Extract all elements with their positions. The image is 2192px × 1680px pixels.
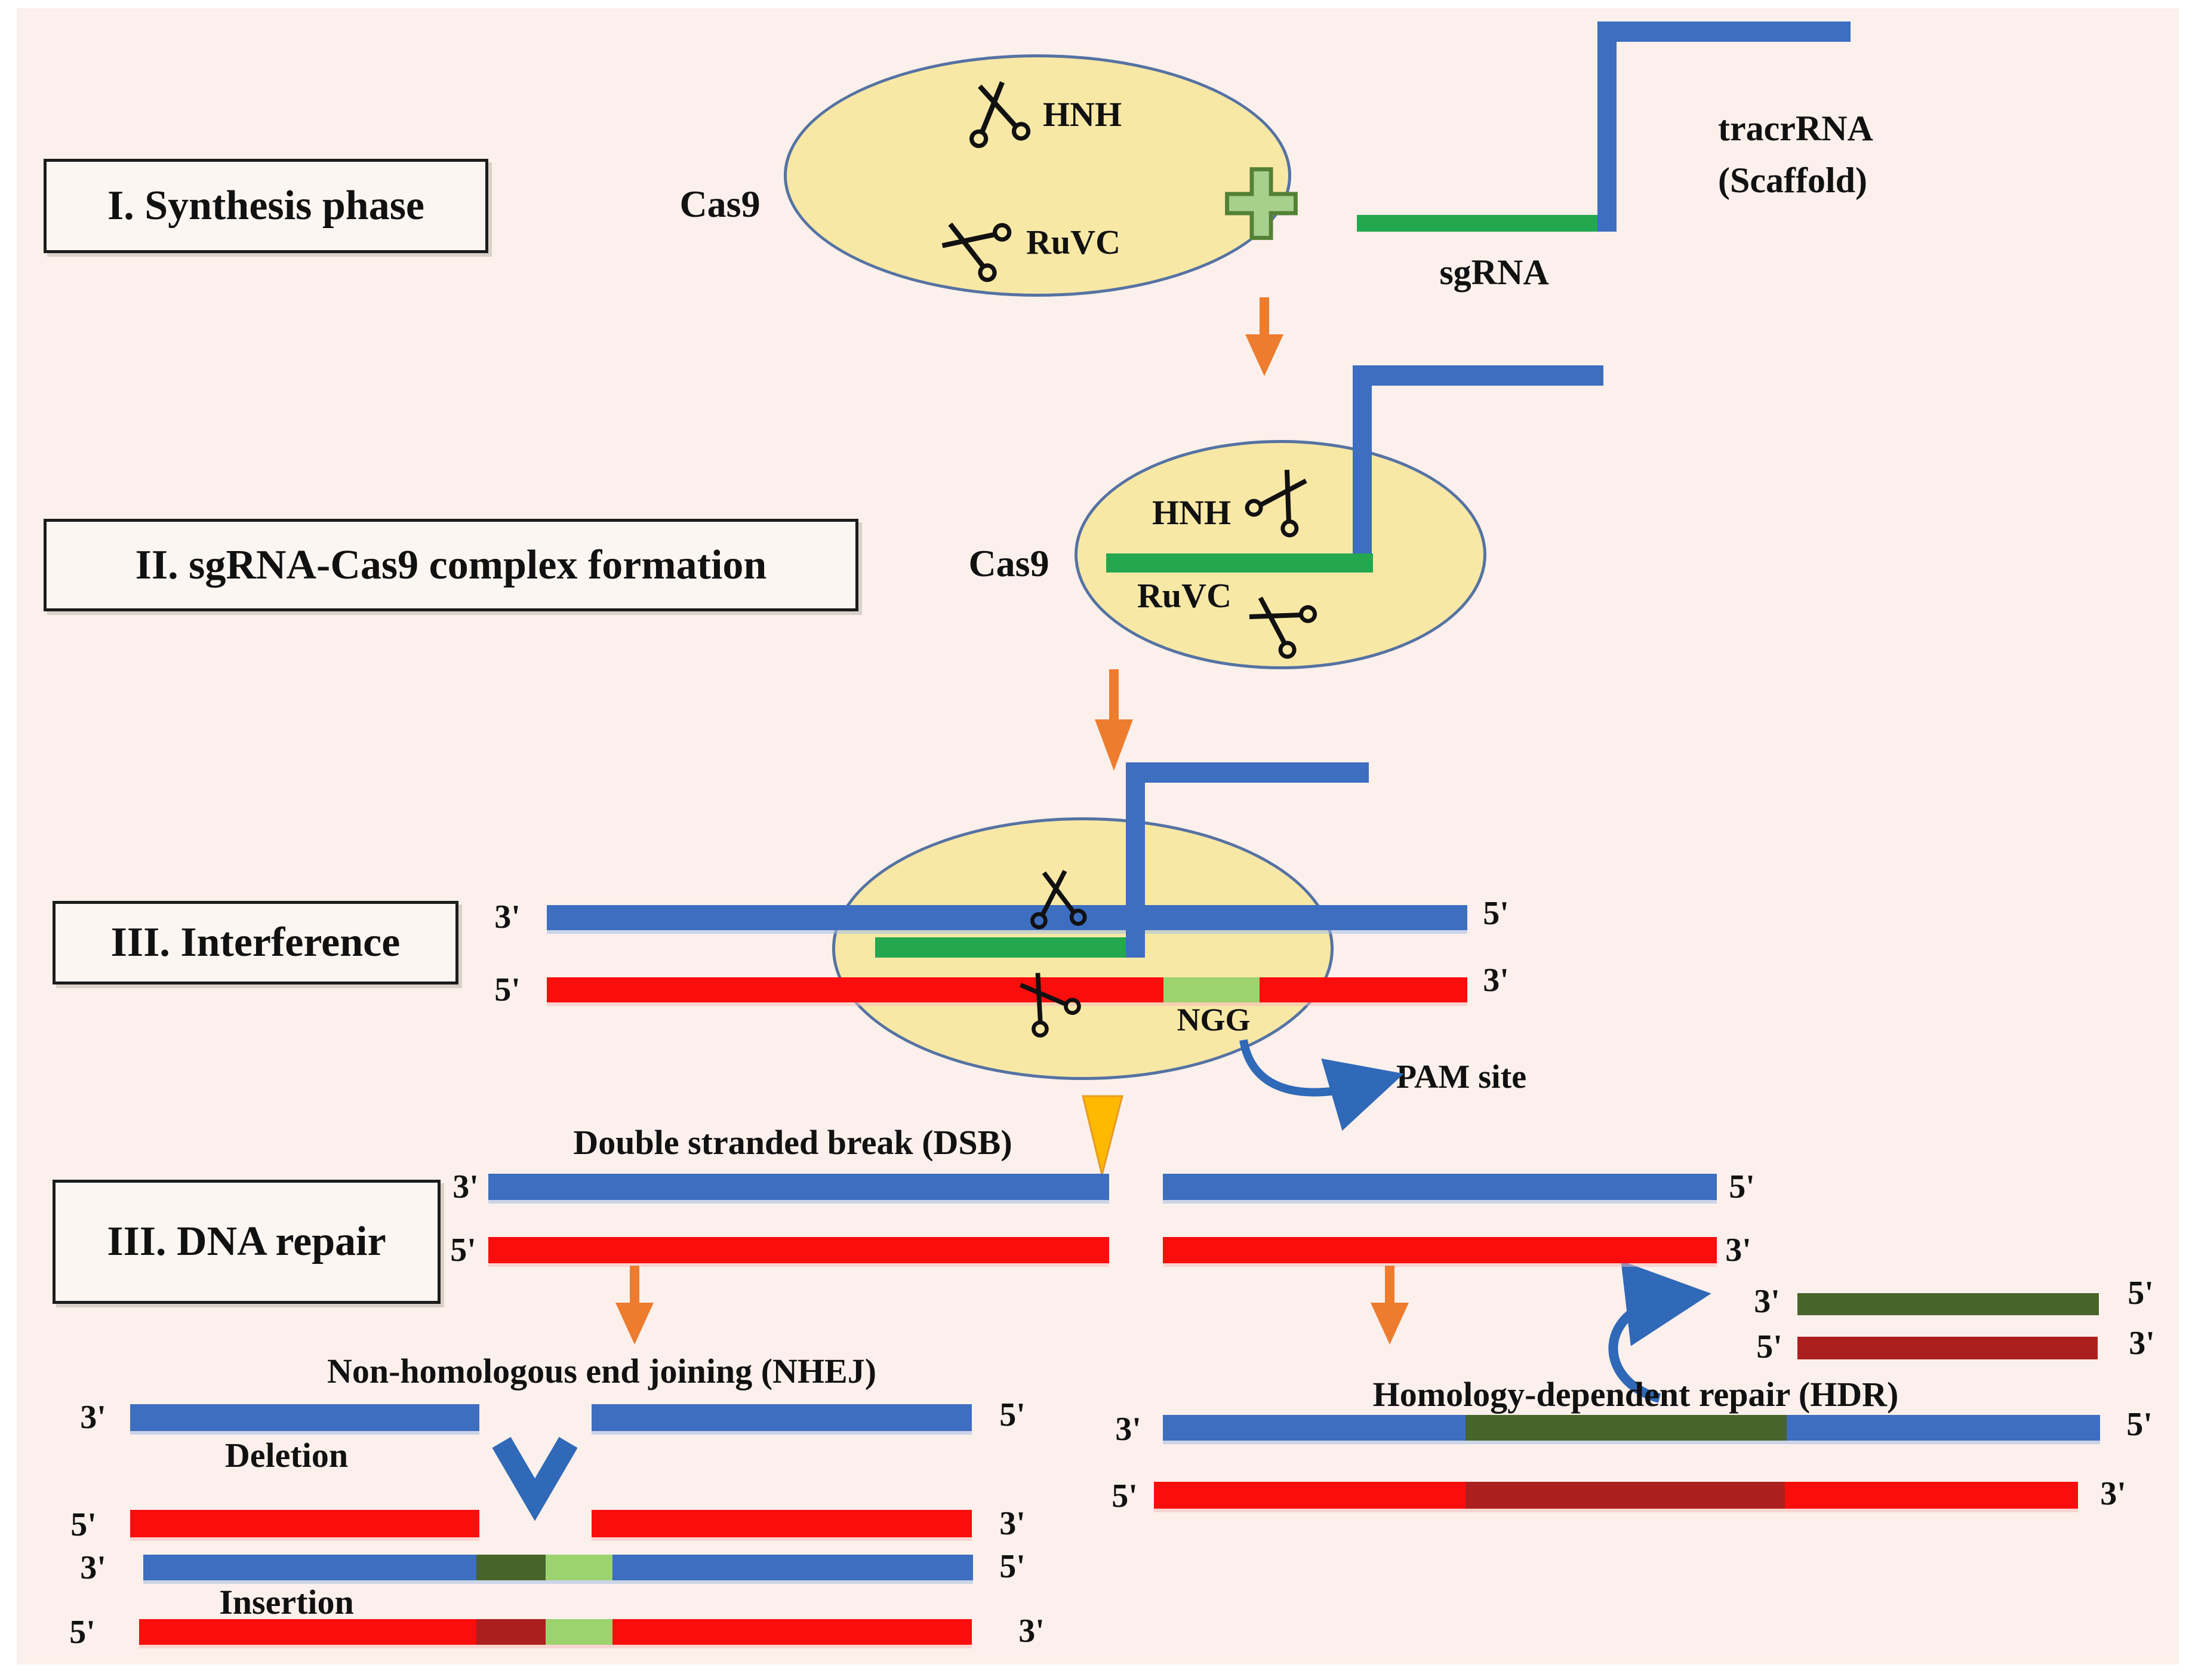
prime-label: 5': [494, 971, 521, 1008]
hdr-product-red-strand: [1154, 1482, 2078, 1509]
section-label-synthesis: I. Synthesis phase: [107, 183, 424, 229]
prime-label: 3': [1018, 1613, 1045, 1650]
dsb-red-strand-right: [1163, 1237, 1717, 1263]
section-box-synthesis: I. Synthesis phase: [44, 159, 488, 253]
tracrrna-label-line1: tracrRNA: [1718, 109, 1873, 148]
scissors-icon: [1011, 967, 1081, 1038]
insertion-segment-light: [546, 1555, 612, 1580]
scissors-icon: [1243, 586, 1317, 659]
prime-label: 3': [494, 899, 521, 936]
down-arrow-icon: [1091, 669, 1137, 771]
nhej-insertion-red-strand: [139, 1619, 972, 1645]
nhej-deletion-blue-left: [130, 1404, 479, 1431]
hnh-label-2: HNH: [1152, 493, 1232, 532]
down-arrow-icon: [1367, 1266, 1412, 1344]
down-arrow-icon: [1242, 297, 1287, 376]
prime-label: 5': [70, 1506, 97, 1543]
prime-label: 5': [999, 1548, 1026, 1585]
cas9-label-1: Cas9: [679, 183, 761, 225]
pam-ngg-segment: [1163, 977, 1260, 1002]
ruvc-label-2: RuVC: [1137, 576, 1232, 615]
prime-label: 3': [1483, 962, 1509, 999]
sgrna-strand: [1357, 215, 1600, 232]
section-label-interference: III. Interference: [110, 919, 401, 965]
hdr-integrated-segment: [1466, 1482, 1785, 1509]
prime-label: 3': [1754, 1283, 1780, 1320]
dsb-blue-strand-left: [488, 1174, 1109, 1200]
section-label-complex-formation: II. sgRNA-Cas9 complex formation: [135, 541, 767, 588]
hdr-donor-green-template: [1797, 1293, 2099, 1315]
prime-label: 5': [69, 1614, 96, 1651]
connector-overlay: [492, 1039, 1711, 1521]
pam-pointer-curved-arrow-icon: [1239, 1039, 1404, 1131]
tracrrna-strand-horizontal: [1126, 762, 1369, 783]
dsb-red-strand-left: [488, 1237, 1109, 1263]
hdr-integrated-segment: [1466, 1415, 1787, 1441]
target-dna-blue-strand: [547, 905, 1467, 930]
prime-label: 5': [999, 1396, 1026, 1433]
hnh-label-1: HNH: [1042, 95, 1122, 134]
tracrrna-label: tracrRNA (Scaffold): [1718, 103, 1873, 207]
sgrna-strand: [1106, 553, 1373, 573]
prime-label: 5': [2128, 1275, 2154, 1312]
prime-label: 3': [2129, 1325, 2155, 1362]
dsb-blue-strand-right: [1163, 1174, 1717, 1200]
cas9-ellipse-1: [784, 54, 1291, 297]
insertion-segment-light: [546, 1619, 612, 1645]
deletion-label: Deletion: [224, 1436, 349, 1475]
nhej-deletion-red-right: [592, 1510, 972, 1537]
ngg-label: NGG: [1177, 1002, 1251, 1038]
scissors-icon: [1245, 464, 1318, 538]
scissors-icon: [960, 75, 1032, 149]
target-dna-red-strand: [547, 977, 1467, 1002]
prime-label: 5': [1756, 1328, 1782, 1365]
prime-label: 3': [452, 1168, 479, 1205]
tracrrna-strand-horizontal: [1597, 21, 1851, 42]
prime-label: 5': [450, 1232, 476, 1269]
prime-label: 3': [999, 1505, 1026, 1542]
prime-label: 5': [1729, 1168, 1755, 1205]
tracrrna-strand-horizontal: [1353, 365, 1603, 386]
ruvc-label-1: RuVC: [1026, 223, 1120, 261]
section-label-dna-repair: III. DNA repair: [107, 1219, 386, 1264]
hdr-donor-red-template: [1797, 1337, 2098, 1359]
diagram-background: I. Synthesis phase Cas9 HNH RuVC: [17, 8, 2179, 1664]
nhej-deletion-blue-right: [592, 1404, 972, 1431]
sgrna-strand: [875, 937, 1145, 958]
tracrrna-label-line2: (Scaffold): [1718, 161, 1867, 200]
nhej-title: Non-homologous end joining (NHEJ): [327, 1352, 877, 1390]
plus-icon: [1224, 167, 1298, 241]
sgrna-label: sgRNA: [1439, 253, 1549, 292]
prime-label: 5': [1483, 895, 1509, 932]
prime-label: 3': [80, 1549, 106, 1586]
dsb-cut-triangle-icon: [1082, 1095, 1123, 1176]
prime-label: 5': [2126, 1406, 2153, 1443]
nhej-insertion-blue-strand: [143, 1555, 973, 1580]
prime-label: 3': [1115, 1411, 1141, 1448]
section-box-complex-formation: II. sgRNA-Cas9 complex formation: [44, 519, 858, 611]
scissors-icon: [936, 208, 1012, 282]
insertion-segment-dark: [476, 1619, 546, 1645]
insertion-segment-dark: [476, 1555, 546, 1580]
insertion-label: Insertion: [219, 1583, 354, 1621]
prime-label: 3': [2100, 1475, 2126, 1512]
down-arrow-icon: [612, 1266, 657, 1344]
pam-site-label: PAM site: [1396, 1059, 1527, 1096]
chevron-down-icon: [492, 1436, 578, 1521]
tracrrna-strand-vertical: [1597, 21, 1617, 232]
cas9-label-2: Cas9: [968, 542, 1049, 584]
dsb-title: Double stranded break (DSB): [573, 1123, 1012, 1162]
section-box-dna-repair: III. DNA repair: [53, 1180, 441, 1304]
nhej-deletion-red-left: [130, 1510, 479, 1537]
tracrrna-strand-vertical: [1353, 365, 1372, 555]
hdr-product-blue-strand: [1163, 1415, 2100, 1441]
scissors-icon: [1024, 864, 1089, 930]
prime-label: 3': [80, 1399, 106, 1436]
section-box-interference: III. Interference: [53, 901, 458, 984]
hdr-title: Homology-dependent repair (HDR): [1372, 1375, 1899, 1414]
donor-template-curved-arrow-icon: [1608, 1260, 1711, 1403]
tracrrna-strand-vertical: [1126, 762, 1145, 958]
prime-label: 5': [1112, 1478, 1138, 1515]
prime-label: 3': [1725, 1232, 1751, 1269]
